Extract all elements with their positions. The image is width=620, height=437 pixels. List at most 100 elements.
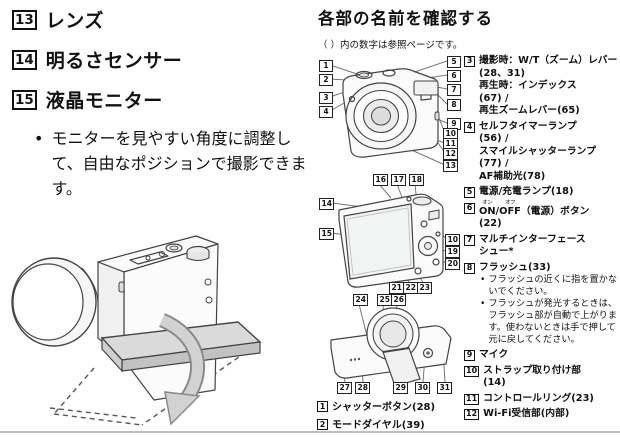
item-number-badge: 5 [464,187,475,198]
item-number-badge: 11 [464,393,480,405]
monitor-tip-bullet: • モニターを見やすい角度に調整して、自由なポジションで撮影できます。 [34,126,312,201]
callout-number: 14 [319,198,335,210]
item-line-text: 再生時：インデックス [479,80,577,91]
item-line-text: シュー* [479,246,514,257]
page-footer-rule [0,431,620,433]
item-line-text: コントロールリング(23) [483,392,594,404]
callout-number: 1 [319,60,333,72]
item-line-text: フラッシュ(33) [479,261,551,273]
parts-list-item: 9 マイク [464,349,618,362]
callout-number: 12 [443,148,459,160]
item-line-text: (22) [479,218,502,229]
diagram-captions: 1 シャッターボタン(28) 2 モードダイヤル(39) [317,398,477,434]
rotation-arrow [158,313,206,426]
callout-number: 27 [337,382,353,394]
ruby-base: OFF [499,205,521,217]
bullet-dot: • [34,129,44,148]
item-line-text: （電源）ボタン [520,205,590,217]
callout-number: 16 [373,174,389,186]
item-number-badge: 8 [464,262,475,274]
item-line-text: (77) / [479,158,509,169]
item-number-badge: 2 [317,418,328,430]
callout-number: 5 [447,56,461,68]
item-line-text: マルチインターフェース [479,233,586,245]
item-lines: フラッシュ(33)•フラッシュの近くに指を置かないでください。•フラッシュが発光… [479,262,618,347]
item-lines: ストラップ取り付け部(14) [483,365,618,390]
item-lines: マルチインターフェースシュー* [479,234,618,259]
page-title: 各部の名前を確認する [318,9,493,28]
item-line-text: マイク [479,349,509,360]
item-note-text: フラッシュが発光するときは、フラッシュ部が自動で上がります。使わないときは手で押… [488,298,618,345]
ruby-base: / [495,205,500,217]
callout-number: 13 [443,160,459,172]
item-number-badge: 9 [464,350,475,361]
item-lines: マイク [479,349,618,362]
item-line-text: 電源/充電ランプ(18) [479,186,574,197]
bullet-dot: • [480,274,486,285]
furigana: オフ [504,199,516,206]
bullet-dot: • [480,298,486,309]
item-lines: コントロールリング(23) [483,393,618,406]
callout-number: 17 [391,174,407,186]
callout-number: 26 [391,294,407,306]
item-lines: 撮影時：W/T（ズーム）レバー(28、31)再生時：インデックス(67) /再生… [479,55,618,118]
caption-label: シャッターボタン(28) [332,402,436,413]
parts-list-item: 4 セルフタイマーランプ(56) /スマイルシャッターランプ(77) /AF補助光… [464,121,618,184]
callout-number: 23 [417,282,433,294]
item-number-badge: 12 [464,409,480,420]
camera-rear-drawing [338,193,444,288]
diagram-caption: 1 シャッターボタン(28) [317,398,477,413]
left-item: 14 明るさセンサー [12,46,312,73]
item-number-badge: 1 [317,400,328,412]
item-number-badge: 13 [12,9,37,30]
item-label: 明るさセンサー [45,50,183,72]
diagram-caption: 2 モードダイヤル(39) [317,416,477,431]
item-number-badge: 15 [12,89,37,110]
item-line-text: 撮影時：W/T（ズーム）レバー [479,55,618,66]
callout-number: 24 [353,294,369,306]
item-number-badge: 14 [12,49,37,70]
item-lines: セルフタイマーランプ(56) /スマイルシャッターランプ(77) /AF補助光(… [479,121,618,184]
item-number-badge: 4 [464,121,475,133]
parts-list-item: 3 撮影時：W/T（ズーム）レバー(28、31)再生時：インデックス(67) /再… [464,55,618,118]
callout-number: 3 [319,92,333,104]
parts-list-item: 5 電源/充電ランプ(18) [464,186,618,199]
item-line-text: (28、31) [479,67,526,79]
item-line-text: (56) / [479,133,509,144]
item-line-text: ストラップ取り付け部 [483,364,582,376]
callout-number: 9 [447,118,461,130]
item-line-text: スマイルシャッターランプ [479,145,596,157]
callout-number: 18 [409,174,425,186]
parts-list-item: 7 マルチインターフェースシュー* [464,234,618,259]
item-note-bullet: •フラッシュが発光するときは、フラッシュ部が自動で上がります。使わないときは手で… [479,298,618,346]
item-number-badge: 3 [464,56,475,67]
item-lines: 電源/充電ランプ(18) [479,186,618,199]
caption-label: モードダイヤル(39) [332,420,425,431]
callout-number: 31 [437,382,453,394]
callout-number: 30 [415,382,431,394]
callout-number: 20 [445,258,461,270]
camera-bottom-drawing [330,307,452,387]
callout-number: 7 [447,84,461,96]
item-note-text: フラッシュの近くに指を置かないでください。 [488,274,618,297]
item-line-text: (67) / [479,92,509,104]
callout-number: 4 [319,106,333,118]
item-line-text: Wi-Fi受信部(内部) [483,408,570,419]
item-number-badge: 7 [464,234,475,246]
reference-note: （ ）内の数字は参照ページです。 [318,40,463,51]
callout-number: 2 [319,74,333,86]
ruby-base: ON [479,205,496,217]
item-note-bullet: •フラッシュの近くに指を置かないでください。 [479,274,618,298]
